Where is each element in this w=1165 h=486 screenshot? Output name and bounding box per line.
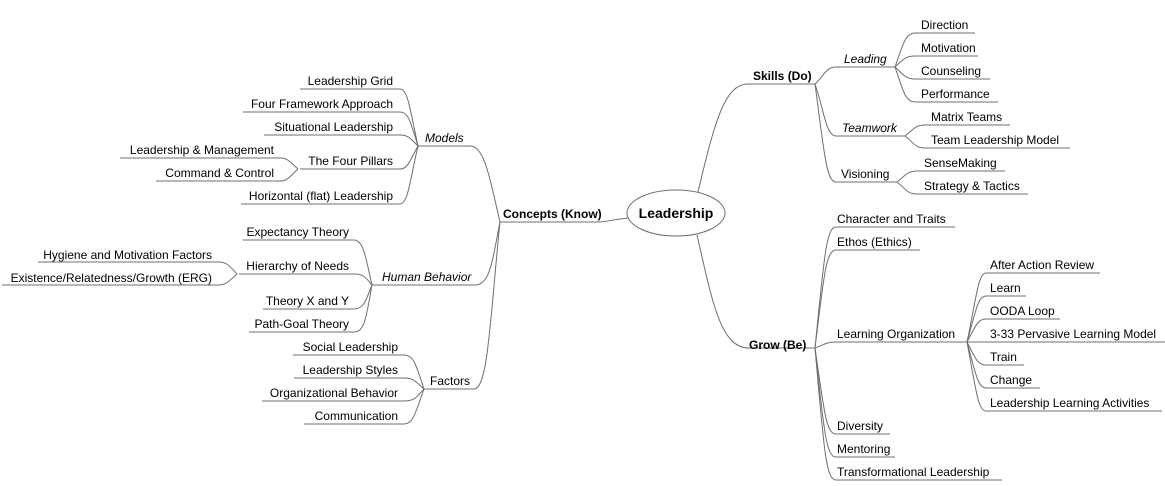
node-command-control[interactable]: Command & Control [165, 166, 274, 180]
node-train[interactable]: Train [990, 350, 1017, 364]
connector-root-concepts [599, 217, 629, 223]
node-hierarchy-of-needs[interactable]: Hierarchy of Needs [246, 259, 349, 273]
connector-root-grow [696, 234, 749, 349]
node-leadership-management[interactable]: Leadership & Management [129, 143, 274, 157]
node-team-leadership-model[interactable]: Team Leadership Model [931, 133, 1060, 147]
node-human-behavior[interactable]: Human Behavior [382, 270, 472, 284]
node-teamwork[interactable]: Teamwork [842, 121, 897, 135]
branch-skills[interactable]: Skills (Do) [753, 69, 812, 83]
node-four-framework[interactable]: Four Framework Approach [250, 97, 393, 111]
node-leadership-learning-activities[interactable]: Leadership Learning Activities [990, 396, 1150, 410]
branch-concepts[interactable]: Concepts (Know) [503, 207, 602, 221]
node-matrix-teams[interactable]: Matrix Teams [931, 110, 1003, 124]
node-sensemaking[interactable]: SenseMaking [924, 156, 997, 170]
connector-concepts-human [474, 221, 501, 286]
root-node[interactable]: Leadership [638, 205, 714, 221]
node-change[interactable]: Change [990, 373, 1033, 387]
node-ooda-loop[interactable]: OODA Loop [990, 304, 1055, 318]
node-ethos[interactable]: Ethos (Ethics) [837, 235, 912, 249]
node-strategy-tactics[interactable]: Strategy & Tactics [924, 179, 1020, 193]
node-erg[interactable]: Existence/Relatedness/Growth (ERG) [10, 271, 212, 285]
branch-grow[interactable]: Grow (Be) [749, 338, 807, 352]
node-four-pillars[interactable]: The Four Pillars [308, 154, 393, 168]
node-diversity[interactable]: Diversity [837, 419, 884, 433]
node-motivation[interactable]: Motivation [921, 41, 976, 55]
node-situational-leadership[interactable]: Situational Leadership [274, 120, 393, 134]
node-after-action-review[interactable]: After Action Review [990, 258, 1095, 272]
node-path-goal[interactable]: Path-Goal Theory [254, 317, 350, 331]
node-social-leadership[interactable]: Social Leadership [302, 340, 398, 354]
node-leading[interactable]: Leading [844, 52, 887, 66]
node-models[interactable]: Models [425, 131, 464, 145]
node-transformational-leadership[interactable]: Transformational Leadership [837, 465, 990, 479]
node-organizational-behavior[interactable]: Organizational Behavior [269, 386, 398, 400]
node-leadership-styles[interactable]: Leadership Styles [302, 363, 398, 377]
node-direction[interactable]: Direction [921, 18, 969, 32]
root-node-shape [626, 189, 726, 237]
node-mentoring[interactable]: Mentoring [837, 442, 891, 456]
node-learning-organization[interactable]: Learning Organization [837, 327, 956, 341]
connector-concepts-models [469, 145, 501, 223]
node-leadership-grid[interactable]: Leadership Grid [307, 74, 393, 88]
node-hygiene-motivation[interactable]: Hygiene and Motivation Factors [43, 248, 212, 262]
connector-concepts-factors [473, 221, 501, 390]
node-pervasive-learning-model[interactable]: 3-33 Pervasive Learning Model [990, 327, 1157, 341]
node-visioning[interactable]: Visioning [841, 167, 890, 181]
connector-root-skills [697, 83, 749, 193]
node-learn[interactable]: Learn [990, 281, 1021, 295]
node-expectancy-theory[interactable]: Expectancy Theory [246, 225, 350, 239]
node-counseling[interactable]: Counseling [921, 64, 982, 78]
node-horizontal-leadership[interactable]: Horizontal (flat) Leadership [248, 189, 393, 203]
node-theory-x-y[interactable]: Theory X and Y [265, 294, 349, 308]
node-character-traits[interactable]: Character and Traits [837, 212, 946, 226]
node-factors[interactable]: Factors [430, 374, 471, 388]
node-performance[interactable]: Performance [921, 87, 990, 101]
node-communication[interactable]: Communication [314, 409, 398, 423]
